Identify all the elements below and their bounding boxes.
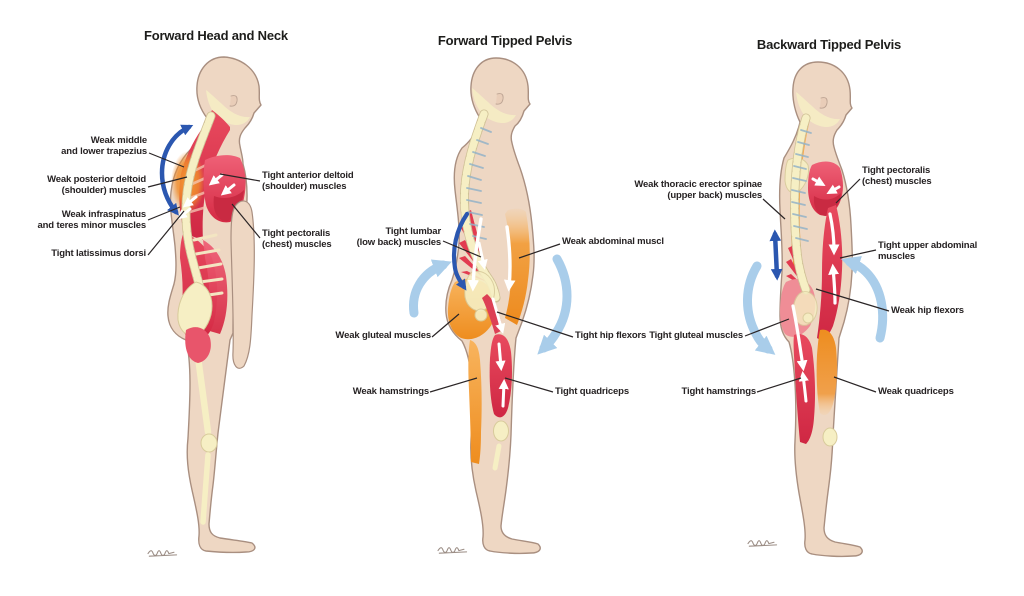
tibia-bone (492, 443, 502, 471)
ear (229, 95, 238, 107)
rib-lines (791, 129, 812, 242)
rib-lines (466, 127, 492, 240)
figure-title-forward-pelvis: Forward Tipped Pelvis (437, 33, 573, 48)
knee-bone (200, 433, 218, 453)
leader-line (148, 152, 185, 168)
spine-vertebrae (790, 114, 810, 294)
leader-line (815, 288, 890, 312)
leader-line (833, 376, 877, 393)
figure-backward-tipped-pelvis (743, 61, 888, 558)
label-tight-gluteal: Tight gluteal muscles (649, 330, 743, 341)
leader-line (219, 173, 261, 182)
label-tight-quadriceps: Tight quadriceps (555, 386, 629, 397)
pectoralis-lower-lobe (213, 190, 244, 222)
knee-bone (822, 427, 838, 447)
femur-head-bone (474, 308, 488, 322)
rib-lines (192, 233, 224, 298)
weak-hamstring-muscle (468, 340, 482, 464)
pelvis-rotation-arrow-back (409, 259, 452, 318)
ear (495, 93, 504, 105)
leader-line (744, 318, 790, 337)
label-weak-erector-spinae: Weak thoracic erector spinae (upper back… (634, 179, 762, 201)
femur-head-bone (802, 312, 814, 324)
tight-quadriceps-muscle (489, 334, 512, 418)
leader-line (835, 178, 861, 204)
leader-line (518, 243, 561, 259)
label-tight-pectoralis: Tight pectoralis (chest) muscles (262, 228, 332, 250)
leader-line (756, 377, 802, 393)
label-weak-infraspinatus: Weak infraspinatus and teres minor muscl… (37, 209, 147, 231)
tibia-bone (200, 452, 211, 525)
leader-line (839, 249, 877, 259)
leader-line (147, 206, 181, 221)
pelvis-rotation-arrow-back (743, 261, 776, 355)
leader-line (429, 377, 478, 393)
figure-forward-head-and-neck (147, 56, 262, 557)
gluteal-muscle (185, 327, 211, 363)
pectoralis-lower-lobe (813, 193, 841, 216)
weak-quadriceps-muscle (816, 329, 837, 416)
label-weak-posterior-deltoid: Weak posterior deltoid (shoulder) muscle… (47, 174, 146, 196)
label-weak-abdominal: Weak abdominal muscl (562, 236, 664, 247)
upper-rib-lines (188, 160, 214, 214)
spine-curve-arrow (451, 211, 470, 291)
label-weak-quadriceps: Weak quadriceps (878, 386, 954, 397)
leader-line (431, 313, 460, 338)
figure-title-forward-head: Forward Head and Neck (144, 28, 288, 43)
figure-title-backward-pelvis: Backward Tipped Pelvis (756, 37, 902, 52)
label-tight-upper-abdominal: Tight upper abdominal muscles (878, 240, 978, 262)
leader-line (762, 198, 786, 220)
leader-line (147, 210, 185, 256)
muscle-pull-arrows (467, 217, 516, 408)
arm (230, 200, 255, 369)
label-tight-lumbar: Tight lumbar (low back) muscles (356, 226, 442, 248)
artist-signature-icon (437, 547, 468, 554)
label-weak-hip-flexors: Weak hip flexors (891, 305, 964, 316)
label-tight-latissimus: Tight latissimus dorsi (51, 248, 146, 259)
leader-line (504, 377, 554, 393)
label-weak-hamstrings: Weak hamstrings (352, 386, 429, 397)
spine-straight-arrow (769, 229, 783, 281)
spine-curve-arrow (159, 124, 194, 216)
leader-line (442, 240, 482, 258)
weak-abdominal-muscle (505, 208, 530, 325)
leader-line (496, 311, 574, 338)
leader-line (147, 176, 188, 188)
pelvis-rotation-arrow-front (537, 254, 572, 355)
ear (819, 97, 828, 109)
artist-signature-icon (747, 540, 778, 547)
knee-bone (493, 420, 509, 442)
leader-lines (147, 152, 890, 393)
label-tight-hamstrings: Tight hamstrings (681, 386, 757, 397)
artist-signature-icon (147, 550, 178, 557)
label-tight-hip-flexors: Tight hip flexors (575, 330, 647, 341)
label-weak-gluteal: Weak gluteal muscles (335, 330, 431, 341)
label-weak-trapezius: Weak middle and lower trapezius (61, 135, 147, 157)
label-tight-pectoralis-3: Tight pectoralis (chest) muscles (862, 165, 932, 187)
leader-line (231, 203, 261, 239)
figure-forward-tipped-pelvis (409, 57, 572, 555)
pelvis-rotation-arrow-front (841, 256, 888, 343)
tight-lumbar-fan (786, 245, 806, 288)
muscle-pull-arrows (791, 176, 841, 403)
label-tight-anterior-deltoid: Tight anterior deltoid (shoulder) muscle… (262, 170, 354, 192)
